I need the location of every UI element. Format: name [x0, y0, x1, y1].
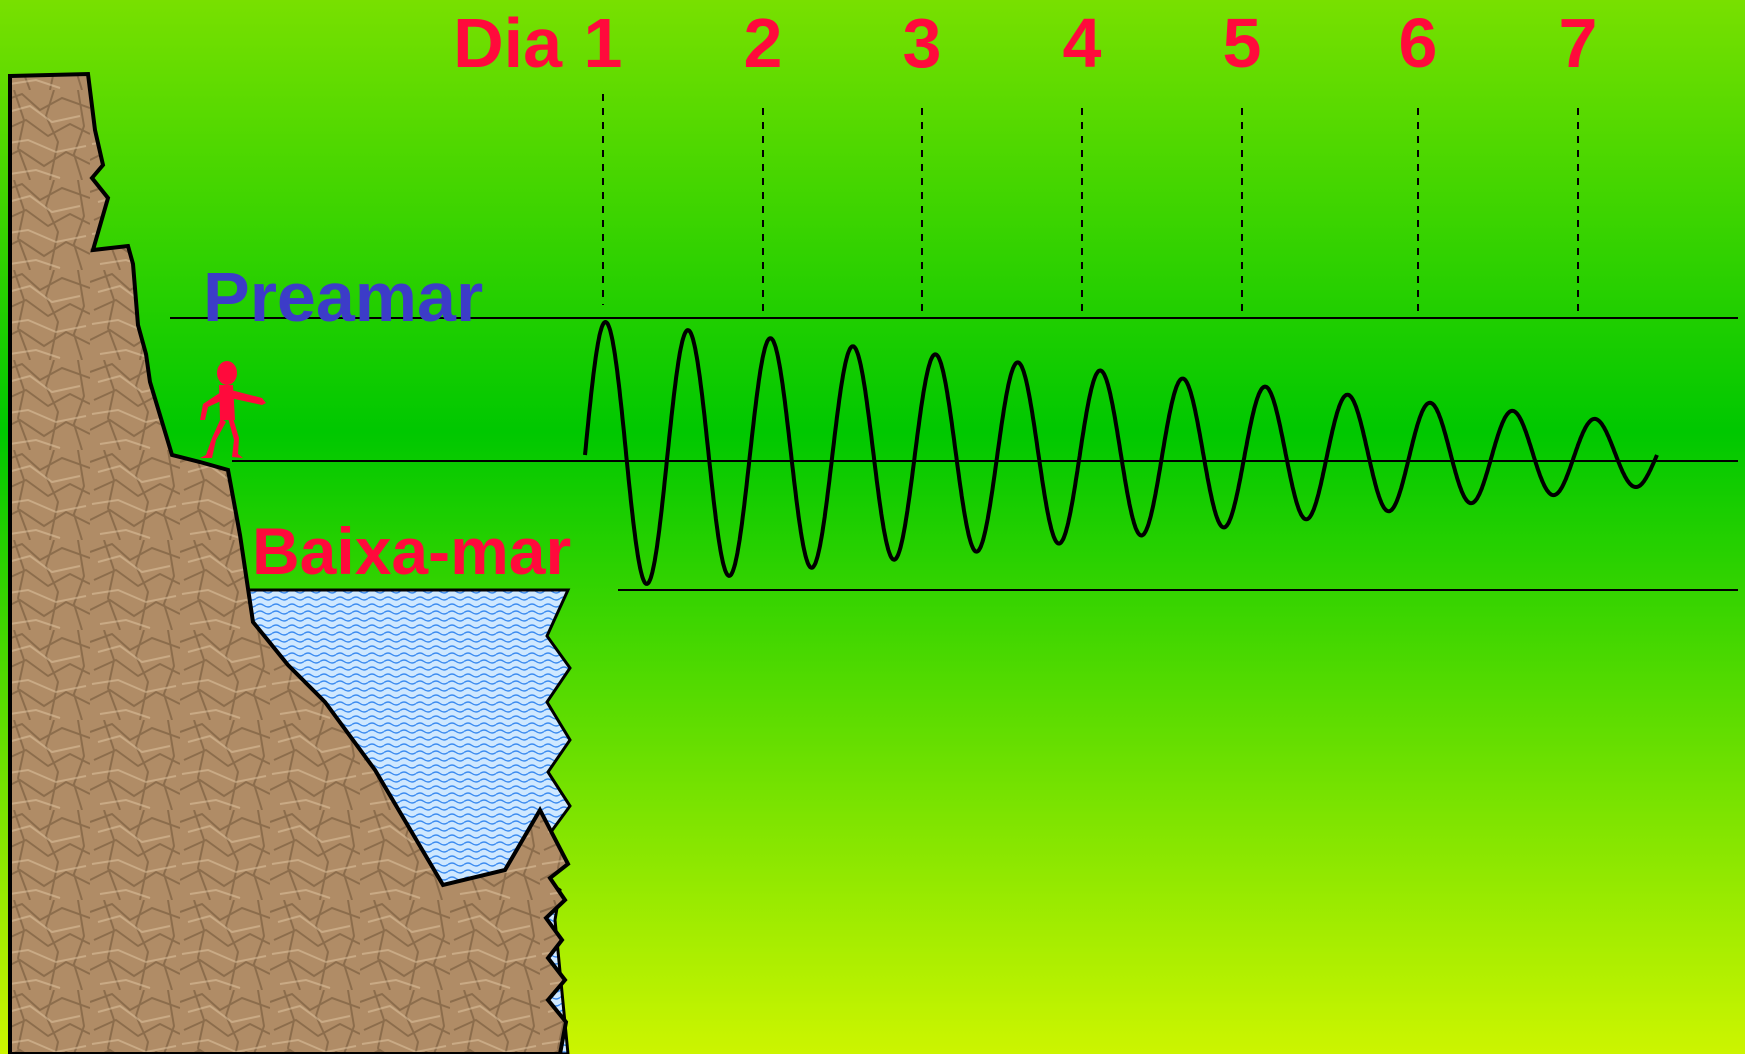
low-tide-label: Baixa-mar [252, 514, 572, 588]
day-label-7: 7 [1558, 4, 1598, 82]
tide-wave-curve [583, 320, 1659, 586]
day-label-5: 5 [1222, 4, 1262, 82]
day-label-1: 1 [583, 4, 623, 82]
cliff-rock [8, 71, 571, 1054]
high-tide-label: Preamar [203, 258, 484, 336]
day-label-4: 4 [1062, 4, 1102, 82]
person-pointing-icon [200, 361, 266, 458]
day-label-6: 6 [1398, 4, 1438, 82]
day-label-2: 2 [743, 4, 783, 82]
day-markers [602, 94, 1579, 318]
day-label-prefix: Dia [453, 4, 562, 82]
day-label-3: 3 [902, 4, 942, 82]
